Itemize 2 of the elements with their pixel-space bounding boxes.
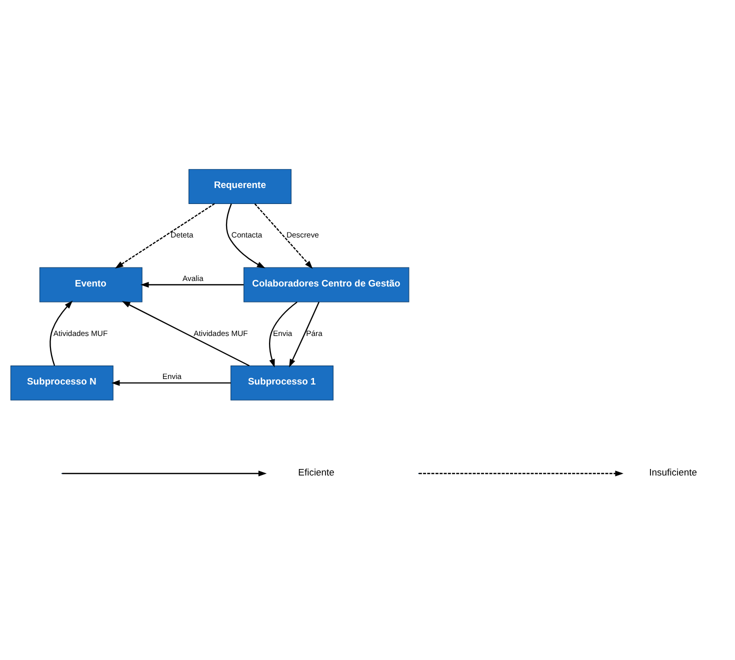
legend-label: Insuficiente	[649, 468, 697, 479]
legend-label: Eficiente	[298, 468, 334, 479]
